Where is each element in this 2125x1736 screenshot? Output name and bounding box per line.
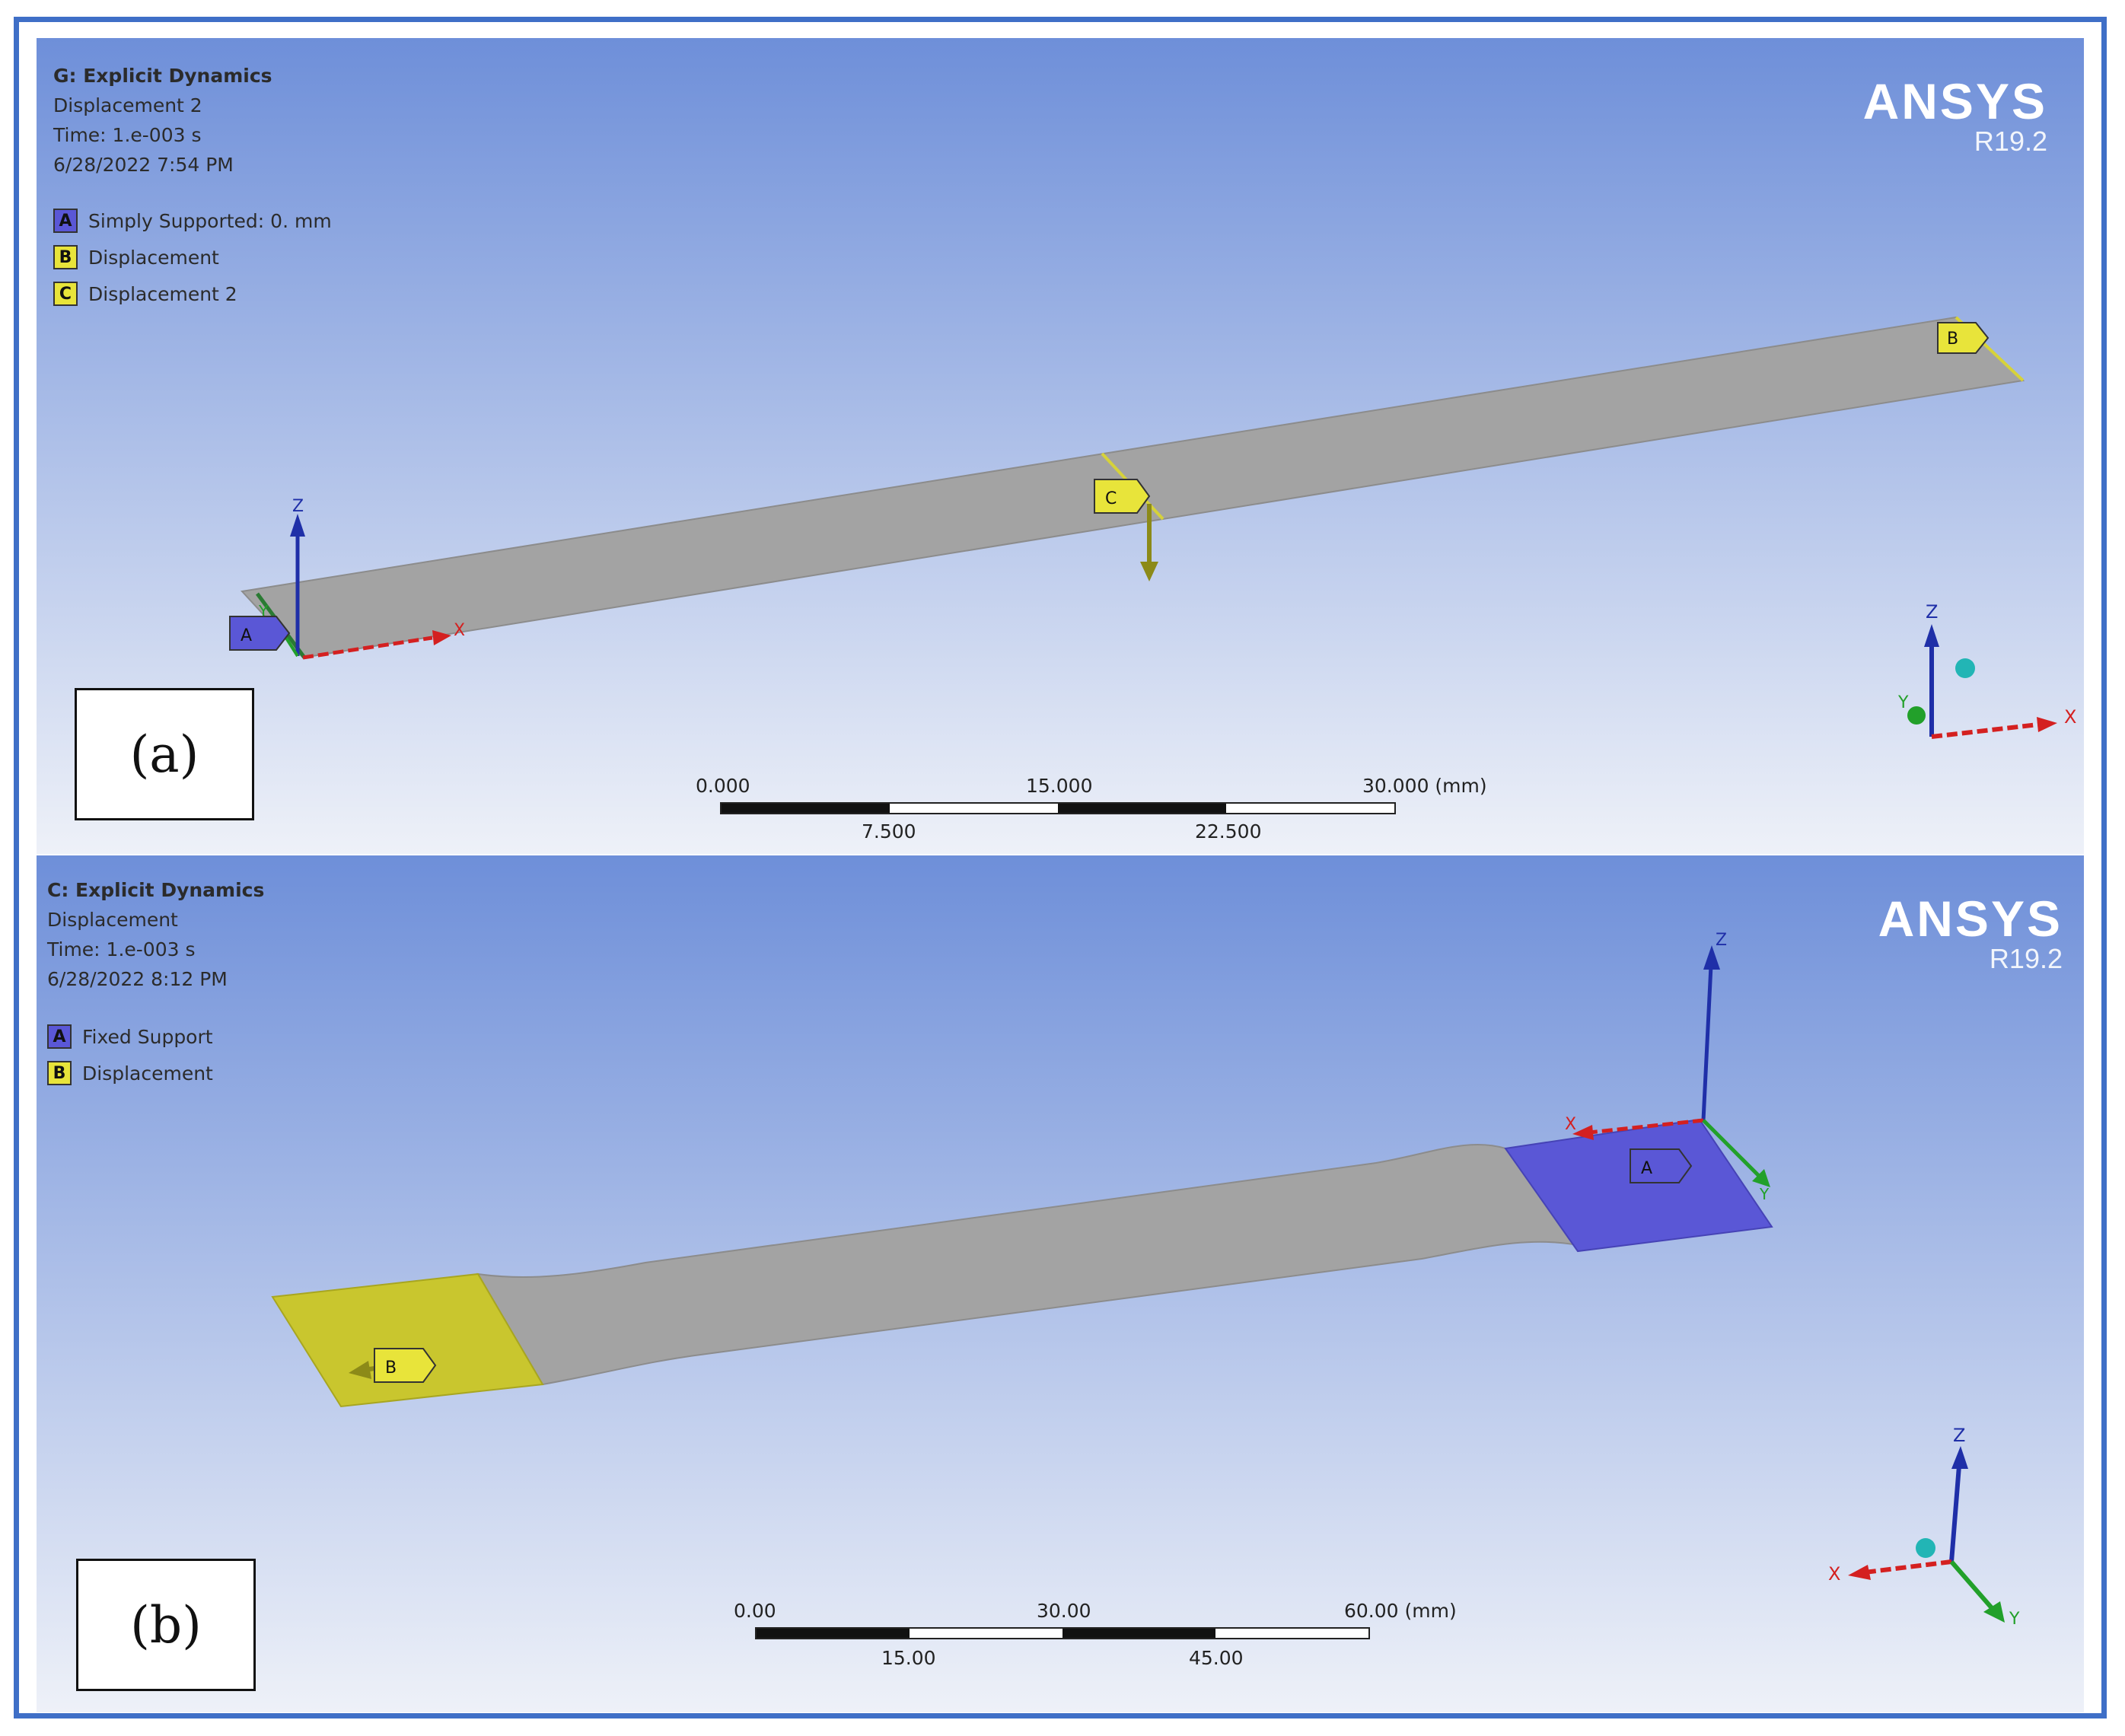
legend-label-a: Fixed Support <box>82 1025 213 1048</box>
brand-name: ANSYS <box>1862 73 2047 129</box>
displacement-arrowhead-b <box>349 1361 371 1379</box>
analysis-title: G: Explicit Dynamics <box>53 65 272 87</box>
legend-key-b: B <box>53 245 78 269</box>
date-readout: 6/28/2022 8:12 PM <box>47 968 228 990</box>
brand-version: R19.2 <box>1974 126 2047 157</box>
local-x-arrowhead <box>1572 1125 1594 1140</box>
displacement-arrowhead-c <box>1140 562 1158 581</box>
scale-a-tick-22-5: 22.500 <box>1195 820 1262 843</box>
scale-a-tick-30: 30.000 (mm) <box>1362 775 1487 797</box>
scale-b-tick-0: 0.00 <box>734 1600 776 1622</box>
tag-b-label: B <box>385 1359 397 1378</box>
scale-a-bar <box>720 802 1396 814</box>
figure-label-b: (b) <box>76 1559 256 1691</box>
tag-a[interactable]: A <box>229 616 291 651</box>
tag-b[interactable]: B <box>1937 322 1990 354</box>
triad-x-label: X <box>2064 706 2076 728</box>
time-readout: Time: 1.e-003 s <box>53 124 202 146</box>
legend-key-c: C <box>53 282 78 306</box>
tag-a[interactable]: A <box>1630 1148 1693 1183</box>
global-triad: Z X Y <box>1828 1425 2020 1629</box>
local-z-axis <box>1701 965 1713 1121</box>
legend-key-a: A <box>53 209 78 233</box>
ansys-logo: ANSYS R19.2 <box>1878 893 2063 974</box>
legend-label-b: Displacement <box>82 1062 213 1085</box>
triad-ball <box>1955 658 1975 678</box>
legend-item-a[interactable]: A Simply Supported: 0. mm <box>53 202 332 239</box>
legend-label-a: Simply Supported: 0. mm <box>88 209 332 232</box>
local-x-arrowhead <box>432 630 451 645</box>
scale-a-tick-7-5: 7.500 <box>862 820 916 843</box>
local-z-arrowhead <box>290 514 305 537</box>
legend-item-c[interactable]: C Displacement 2 <box>53 276 332 312</box>
tag-c-label: C <box>1105 489 1117 508</box>
triad-x-label: X <box>1828 1563 1840 1585</box>
model-scene[interactable]: Z X Y A B Z X Y <box>37 855 2084 1712</box>
legend-label-b: Displacement <box>88 246 219 269</box>
legend-item-a[interactable]: A Fixed Support <box>47 1018 213 1055</box>
local-x-axis <box>302 635 433 660</box>
local-z-label: Z <box>1716 931 1727 950</box>
tag-a-label: A <box>241 626 252 645</box>
legend-key-a: A <box>47 1024 72 1049</box>
legend-item-b[interactable]: B Displacement <box>47 1055 213 1091</box>
scale-b-tick-60: 60.00 (mm) <box>1344 1600 1457 1622</box>
local-x-axis <box>1588 1118 1704 1135</box>
triad-z-label: Z <box>1953 1425 1965 1446</box>
triad-y-label: Y <box>1897 693 1909 712</box>
viewport-panel-a[interactable]: G: Explicit Dynamics Displacement 2 Time… <box>37 38 2084 854</box>
legend-key-b: B <box>47 1061 72 1085</box>
tag-a-label: A <box>1641 1159 1652 1178</box>
local-x-label: X <box>454 621 465 640</box>
result-name: Displacement 2 <box>53 94 202 116</box>
triad-ball <box>1916 1538 1935 1558</box>
local-y-label: Y <box>1759 1185 1770 1203</box>
specimen-dogbone[interactable] <box>476 1143 1580 1386</box>
viewport-background <box>37 38 2084 854</box>
analysis-info: C: Explicit Dynamics Displacement Time: … <box>47 875 264 994</box>
scale-b-tick-30: 30.00 <box>1037 1600 1091 1622</box>
date-readout: 6/28/2022 7:54 PM <box>53 154 234 176</box>
triad-y-label: Y <box>2009 1610 2020 1629</box>
local-z-arrowhead <box>1703 945 1720 970</box>
local-z-label: Z <box>292 497 304 516</box>
local-x-label: X <box>1565 1115 1576 1134</box>
local-y-axis <box>1702 1119 1761 1178</box>
analysis-info: G: Explicit Dynamics Displacement 2 Time… <box>53 61 272 180</box>
tag-b[interactable]: B <box>374 1348 437 1383</box>
tag-c[interactable]: C <box>1094 479 1151 514</box>
scale-a-tick-0: 0.000 <box>696 775 750 797</box>
scale-b-tick-15: 15.00 <box>881 1647 936 1669</box>
viewport-panel-b[interactable]: C: Explicit Dynamics Displacement Time: … <box>37 855 2084 1712</box>
boundary-legend: A Fixed Support B Displacement <box>47 1018 213 1091</box>
local-y-arrowhead <box>1752 1169 1770 1187</box>
scale-b-bar <box>755 1627 1370 1639</box>
global-triad: Z X Y <box>1897 601 2076 739</box>
analysis-title: C: Explicit Dynamics <box>47 879 265 901</box>
legend-item-b[interactable]: B Displacement <box>53 239 332 276</box>
legend-label-c: Displacement 2 <box>88 282 237 305</box>
scale-b-tick-45: 45.00 <box>1189 1647 1244 1669</box>
scale-a-tick-15: 15.000 <box>1026 775 1093 797</box>
figure-label-a: (a) <box>75 688 254 820</box>
displacement-grip-b[interactable] <box>271 1273 544 1408</box>
brand-version: R19.2 <box>1989 943 2063 974</box>
tag-b-label: B <box>1947 330 1958 349</box>
model-scene[interactable]: X Z Y A B C Z X Y <box>37 38 2084 854</box>
triad-z-label: Z <box>1926 601 1938 623</box>
brand-name: ANSYS <box>1878 890 2063 947</box>
time-readout: Time: 1.e-003 s <box>47 938 196 960</box>
boundary-legend: A Simply Supported: 0. mm B Displacement… <box>53 202 332 312</box>
ansys-logo: ANSYS R19.2 <box>1863 76 2047 157</box>
result-name: Displacement <box>47 909 178 931</box>
